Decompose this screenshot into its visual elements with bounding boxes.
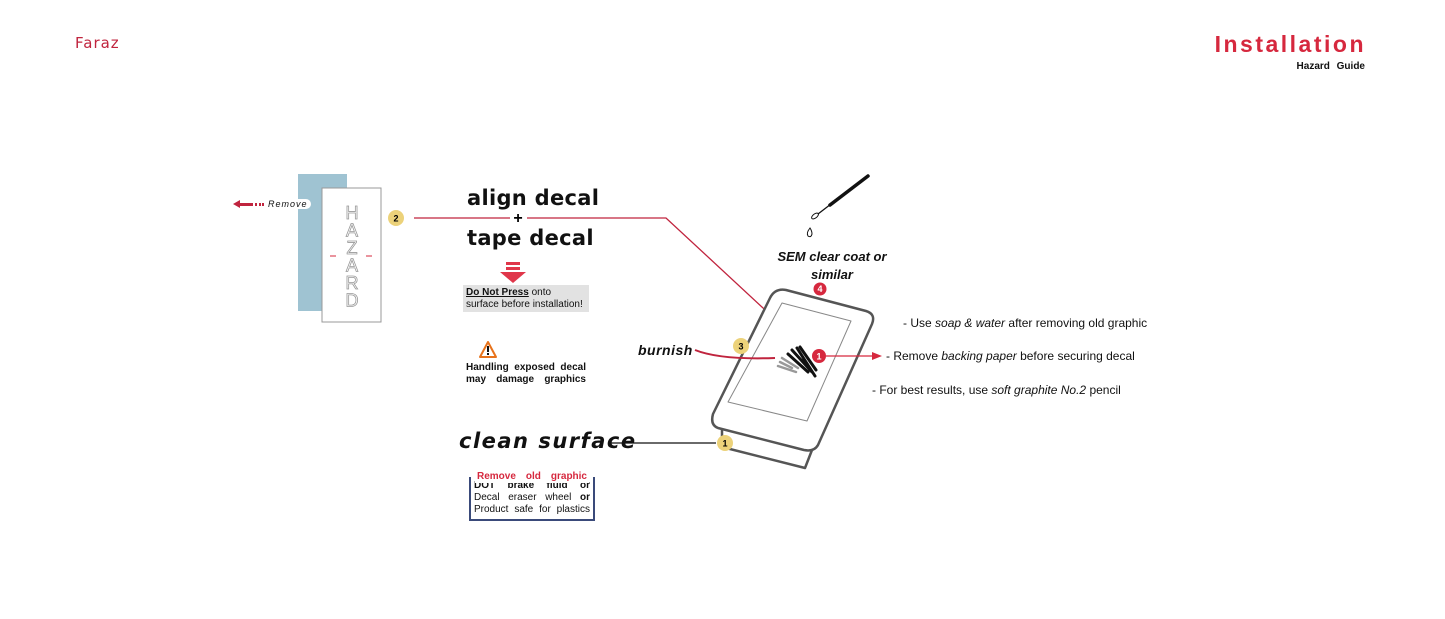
brand-logo: Faraz <box>75 34 120 52</box>
badge-1: 1 <box>722 439 727 449</box>
do-not-press-note: Do Not Press onto surface before install… <box>463 285 589 312</box>
badge-3: 3 <box>738 342 743 352</box>
clear-coat-label: SEM clear coat or similar <box>777 249 887 282</box>
badge-4: 4 <box>817 284 822 294</box>
hazard-letter: R <box>346 273 359 293</box>
burnish-label: burnish <box>638 342 693 358</box>
warning-text: Handling exposed decal may damage graphi… <box>466 362 586 385</box>
hazard-letter: A <box>346 256 358 276</box>
down-arrow-icon <box>500 262 526 283</box>
badge-red-1: 1 <box>816 352 821 362</box>
remove-old-graphic-box: Remove old graphic DOT brake fluid or De… <box>469 471 595 521</box>
remove-box-header: Remove old graphic <box>475 471 589 483</box>
hazard-letter: H <box>346 203 359 223</box>
hazard-letter: D <box>346 291 359 311</box>
remove-arrow-icon <box>233 200 264 208</box>
warning-icon <box>479 341 497 358</box>
surface-device <box>710 288 875 470</box>
page-title: Installation <box>1214 31 1366 57</box>
align-decal-label: align decal <box>467 186 600 210</box>
note-backing-paper: - Remove backing paper before securing d… <box>886 349 1135 363</box>
tape-decal-label: tape decal <box>467 226 594 250</box>
graphite-scribble <box>776 345 818 378</box>
decal-card <box>321 187 382 323</box>
note-soap-water: - Use soap & water after removing old gr… <box>903 316 1148 330</box>
clean-surface-label: clean surface <box>459 429 637 453</box>
hazard-letter: A <box>346 221 358 241</box>
note-graphite-pencil: - For best results, use soft graphite No… <box>872 383 1121 397</box>
remove-label: Remove <box>265 199 311 209</box>
brush-icon <box>811 174 870 220</box>
badge-2: 2 <box>393 214 398 224</box>
hazard-letter: Z <box>347 238 358 258</box>
plus-sign: + <box>513 210 522 227</box>
drop-icon <box>806 227 813 238</box>
page-subtitle: Hazard Guide <box>1296 61 1365 72</box>
